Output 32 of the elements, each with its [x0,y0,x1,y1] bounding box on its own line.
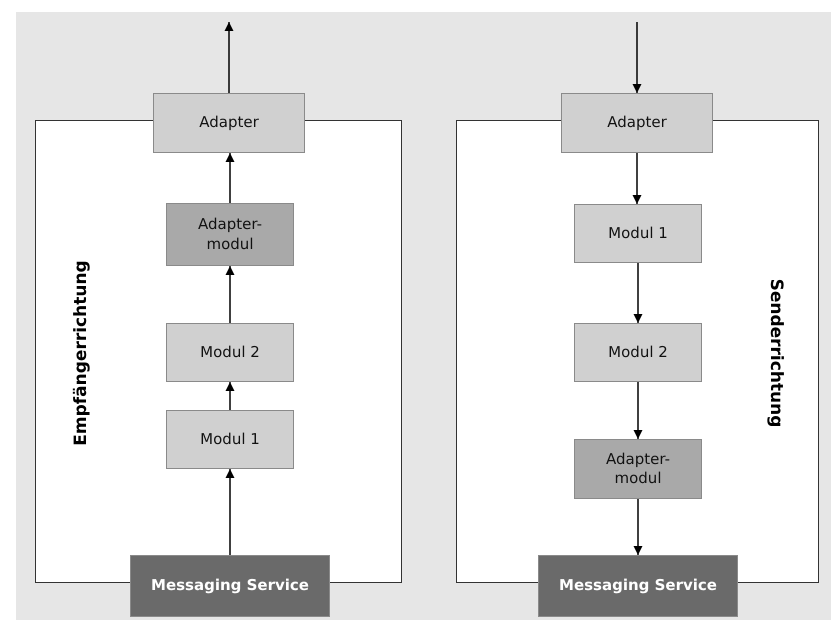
box-label: Adapter-modul [605,450,671,488]
module-box [166,323,294,382]
module-box [574,323,702,382]
box-label: Messaging Service [151,576,309,596]
arrow [634,263,642,323]
direction-label: Empfängerrichtung [71,260,91,446]
box-label: Modul 2 [608,342,668,362]
module-box [574,204,702,263]
arrow [226,469,234,555]
box-label: Modul 1 [608,224,668,244]
arrow [632,22,642,93]
direction-label: Senderrichtung [766,278,786,427]
box-label: Adapter [199,113,259,133]
module-box [574,439,702,499]
box-label: Adapter-modul [197,215,263,254]
arrow [226,266,234,323]
arrow [224,22,234,93]
module-box [153,93,305,153]
module-box [538,555,738,617]
module-box [130,555,330,617]
arrow [634,382,642,439]
box-label: Modul 1 [200,430,260,450]
module-box [166,203,294,266]
arrow [632,153,642,204]
module-box [561,93,713,153]
box-label: Messaging Service [559,576,717,596]
arrow [226,153,234,203]
box-label: Adapter [607,113,667,133]
arrow [634,499,642,555]
module-box [166,410,294,469]
box-label: Modul 2 [200,342,260,362]
arrow [226,382,234,410]
